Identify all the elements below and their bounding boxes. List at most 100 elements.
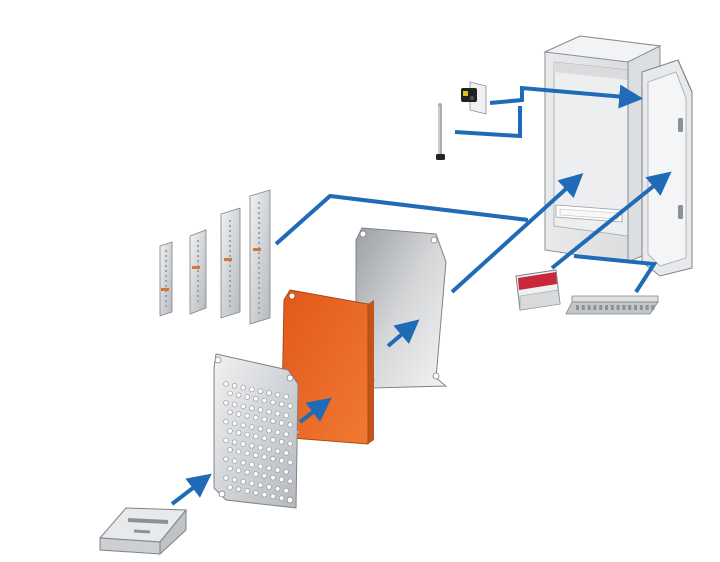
- perforation-hole: [283, 431, 289, 437]
- bracket-icon: [98, 507, 188, 556]
- perforation-hole: [266, 465, 272, 471]
- perforation-hole: [270, 456, 276, 462]
- perforation-hole: [257, 444, 264, 451]
- perforation-hole: [283, 450, 289, 456]
- perforation-hole: [278, 457, 285, 464]
- rail-slot: [651, 305, 655, 310]
- perforation-hole: [235, 430, 242, 436]
- perforation-hole: [231, 458, 238, 464]
- rail-slot: [639, 305, 643, 310]
- perforation-hole: [287, 440, 293, 447]
- perforation-hole: [274, 467, 281, 473]
- document-holder-icon: [515, 269, 561, 311]
- rod-icon: [436, 103, 445, 160]
- perforation-hole: [261, 435, 268, 441]
- perforation-hole: [287, 459, 293, 466]
- perforation-hole: [261, 416, 268, 423]
- perforation-hole: [244, 394, 250, 400]
- connector-lines: [170, 84, 672, 506]
- perforation-hole: [227, 484, 233, 491]
- perforation-hole: [227, 409, 233, 415]
- perforation-hole: [274, 429, 281, 436]
- perforation-hole: [257, 388, 264, 394]
- perforation-hole: [270, 493, 276, 500]
- perforation-hole: [227, 465, 233, 472]
- perforation-hole: [283, 412, 289, 419]
- rail-slot: [645, 305, 649, 310]
- perforation-hole: [257, 426, 264, 432]
- perforation-hole: [278, 439, 285, 445]
- perforation-hole: [266, 409, 272, 415]
- perforation-hole: [270, 418, 276, 424]
- perforation-hole: [223, 400, 229, 406]
- perforation-hole: [274, 486, 281, 492]
- connector-lock-to-door: [489, 84, 644, 109]
- perforation-hole: [257, 482, 264, 488]
- perforation-hole: [227, 390, 233, 397]
- perforation-hole: [261, 397, 268, 404]
- perforation-hole: [240, 422, 246, 428]
- enclosure-icon: [543, 35, 693, 277]
- perforation-hole: [257, 407, 264, 413]
- perforation-hole: [283, 487, 289, 494]
- perforation-hole: [270, 474, 276, 481]
- perforation-hole: [235, 411, 242, 417]
- perforation-hole: [253, 414, 259, 421]
- connector-plain-plate: [450, 173, 584, 294]
- perforation-hole: [235, 448, 242, 455]
- arrow-perforated-to-orange: [298, 397, 332, 424]
- perforation-hole: [257, 463, 264, 470]
- rail-slot: [593, 305, 597, 310]
- perforation-hole: [253, 396, 259, 402]
- connector-accessories-to-door: [550, 171, 672, 270]
- perforation-hole: [244, 431, 250, 438]
- perforation-hole: [223, 456, 229, 462]
- arrow-bracket-to-perforated: [170, 473, 212, 506]
- perforation-hole: [283, 393, 289, 400]
- perforation-hole: [274, 392, 281, 398]
- rail-slot: [634, 305, 637, 310]
- perforation-hole: [231, 477, 238, 483]
- rail-slot: [576, 305, 579, 310]
- uprights-icon: [159, 189, 271, 325]
- perforation-hole: [287, 478, 293, 484]
- perforation-hole: [223, 418, 229, 425]
- perforation-hole: [231, 401, 238, 408]
- perforation-hole: [249, 443, 255, 449]
- perforation-hole: [249, 405, 255, 411]
- perforation-hole: [266, 427, 272, 434]
- perforation-hole: [240, 384, 246, 391]
- arrow-orange-to-plain: [386, 319, 420, 348]
- perforation-hole: [244, 469, 250, 475]
- rail-slot: [605, 305, 608, 310]
- din-rail-icon: [565, 295, 659, 315]
- perforation-hole: [223, 437, 229, 444]
- perforation-hole: [253, 452, 259, 458]
- perforation-hole: [287, 422, 293, 428]
- perforation-hole: [244, 413, 250, 419]
- perforation-hole: [253, 490, 259, 496]
- perforation-hole: [223, 381, 229, 387]
- perforation-hole: [249, 461, 255, 468]
- perforation-hole: [235, 467, 242, 474]
- perforation-hole: [253, 433, 259, 440]
- perforation-hole: [244, 450, 250, 457]
- perforation-hole: [270, 437, 276, 443]
- perforation-hole: [227, 447, 233, 453]
- perforation-hole: [231, 439, 238, 445]
- connector-uprights: [274, 193, 529, 246]
- perforation-hole: [274, 448, 281, 454]
- perforation-hole: [278, 495, 285, 501]
- perforation-hole: [240, 478, 246, 485]
- rail-slot: [599, 305, 603, 310]
- perforation-hole: [231, 383, 238, 389]
- connector-rod-to-door: [454, 106, 522, 139]
- perforation-hole: [261, 473, 268, 479]
- perforation-hole: [278, 420, 285, 426]
- rail-slot: [622, 305, 626, 310]
- perforation-hole: [270, 399, 276, 406]
- plain-plate-icon: [355, 227, 448, 389]
- perforation-hole: [266, 390, 272, 396]
- perforation-hole: [253, 471, 259, 477]
